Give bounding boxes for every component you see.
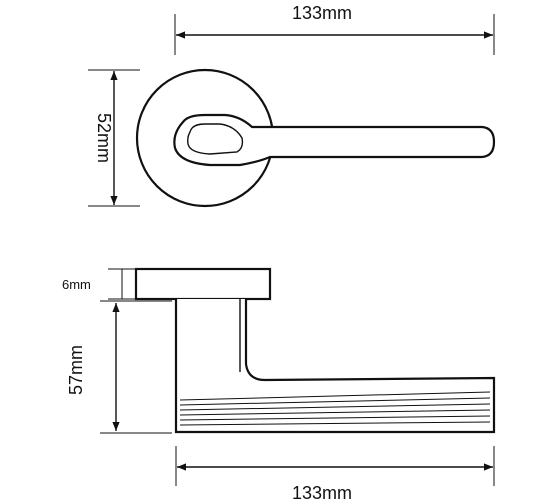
side-height-label: 57mm <box>66 345 86 395</box>
lever-neck-top <box>187 123 244 155</box>
grip-grooves <box>179 391 491 426</box>
lever-body-side <box>174 299 496 434</box>
top-width-label: 133mm <box>292 3 352 23</box>
top-height-label: 52mm <box>94 113 114 163</box>
rose-plate-side <box>134 267 272 301</box>
bottom-width-label: 133mm <box>292 483 352 503</box>
side-view: 6mm 57mm 133mm <box>62 267 496 503</box>
top-view: 133mm 52mm <box>88 3 496 208</box>
rose-thickness-label: 6mm <box>62 277 91 292</box>
lever-arm-top <box>173 113 496 167</box>
